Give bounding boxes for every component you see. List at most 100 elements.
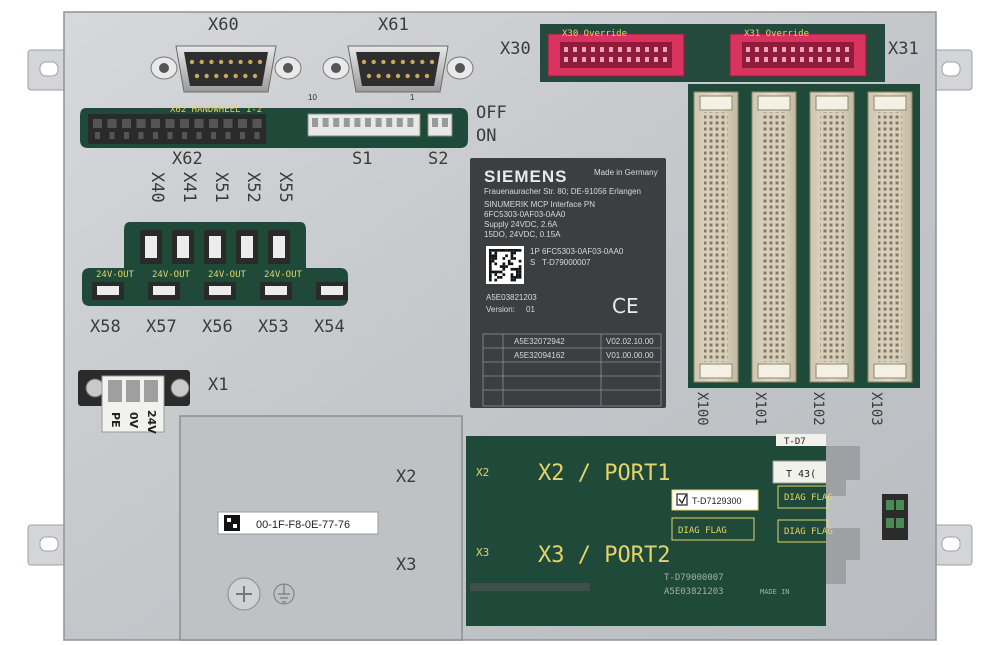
- override-pin: [600, 47, 604, 52]
- x3-rj45-port[interactable]: [826, 528, 860, 584]
- datamatrix-cell: [513, 249, 516, 252]
- override-pin: [791, 47, 795, 52]
- siemens-rating-label: [470, 158, 666, 408]
- override-pin: [591, 57, 595, 62]
- dsub-pin: [243, 73, 248, 79]
- s2-lever: [432, 118, 438, 127]
- override-pin: [564, 47, 568, 52]
- s2-dip-switch[interactable]: [427, 113, 453, 137]
- io-plug-top-insert: [241, 236, 253, 258]
- override-pin: [755, 47, 759, 52]
- out-label-1: 24V-OUT: [96, 270, 135, 280]
- dsub-pin: [218, 59, 224, 65]
- datamatrix-cell: [510, 257, 514, 260]
- x30-override-label: X30 Override: [562, 29, 627, 39]
- x60-dsub-connector[interactable]: [150, 45, 302, 93]
- datamatrix-cell: [489, 254, 492, 258]
- x1-power-terminal[interactable]: [78, 370, 190, 433]
- datamatrix-cell: [497, 249, 500, 252]
- override-pin: [746, 57, 750, 62]
- off-label: OFF: [476, 103, 507, 123]
- datamatrix-cell: [502, 257, 506, 260]
- x52-label: X52: [243, 172, 263, 203]
- terminal-hole: [252, 119, 262, 128]
- override-pin: [627, 47, 631, 52]
- mac-address-label: [217, 511, 379, 535]
- pin-10-label: 10: [308, 93, 317, 102]
- override-pin: [636, 57, 640, 62]
- datamatrix-cell: [494, 273, 498, 276]
- s1-lever: [312, 118, 318, 127]
- terminal-hole: [209, 119, 218, 128]
- io-plug-top-insert: [145, 236, 157, 258]
- datamatrix-cell: [510, 251, 514, 255]
- datamatrix-cell: [491, 249, 495, 252]
- terminal-hole: [122, 119, 131, 128]
- s1-levers: [312, 118, 414, 127]
- x40-label: X40: [147, 172, 167, 203]
- override-pin: [645, 47, 649, 52]
- override-pin: [663, 47, 667, 52]
- port1-label: X2 / PORT1: [538, 461, 670, 486]
- status-leds: [882, 494, 908, 540]
- s1-label: S1: [352, 149, 372, 169]
- x31-override-label: X31 Override: [744, 29, 809, 39]
- ribbon-latch-bottom: [873, 363, 907, 379]
- override-pin: [764, 47, 768, 52]
- override-pin: [809, 47, 813, 52]
- datamatrix-cell: [497, 270, 500, 274]
- datamatrix-cell: [489, 262, 492, 266]
- made-in-label: Made in Germany: [594, 168, 658, 177]
- terminal-hole: [223, 119, 233, 128]
- diag-flag-2: DIAG FLAG: [784, 493, 833, 503]
- terminal-hole: [238, 119, 247, 128]
- ribbon-latch-bottom: [757, 363, 791, 379]
- port2-label: X3 / PORT2: [538, 543, 670, 568]
- override-pin: [591, 47, 595, 52]
- ribbon-latch-top: [873, 95, 907, 111]
- datamatrix-cell: [518, 265, 522, 268]
- datamatrix-cell: [507, 262, 511, 266]
- version-label: Version:: [486, 305, 515, 314]
- x62-print-label: X62 HANDWHEEL 1-2: [170, 105, 262, 115]
- x2-pcb-small: X2: [476, 466, 489, 479]
- s2-lever: [442, 118, 448, 127]
- s1-lever: [354, 118, 361, 127]
- datamatrix-cell: [513, 267, 516, 271]
- dsub-pin: [429, 59, 435, 65]
- terminal-hole: [151, 119, 160, 128]
- x31-label: X31: [888, 39, 919, 59]
- s1-lever: [407, 118, 414, 127]
- datamatrix-cell: [518, 273, 522, 276]
- datamatrix-cell: [502, 265, 506, 268]
- x62-terminal-block[interactable]: [88, 114, 266, 144]
- terminal-hole: [93, 119, 102, 128]
- out-label-3: 24V-OUT: [208, 270, 247, 280]
- x30-label: X30: [500, 39, 531, 59]
- override-pin: [564, 57, 568, 62]
- override-pin: [818, 57, 822, 62]
- x2-rj45-port[interactable]: [826, 446, 860, 496]
- terminal-screw: [95, 132, 100, 139]
- terminal-screw: [109, 132, 115, 139]
- supply-label: Supply 24VDC, 2.6A: [484, 220, 558, 229]
- s1-lever: [375, 118, 382, 127]
- datamatrix-cell: [502, 249, 506, 252]
- x61-dsub-connector[interactable]: [322, 45, 474, 93]
- datamatrix-cell: [518, 267, 522, 271]
- terminal-hole: [165, 119, 175, 128]
- checkbox-icon: [676, 493, 688, 506]
- made-bottom: MADE IN: [760, 588, 790, 596]
- s1-lever: [365, 118, 371, 127]
- prefix-1p: 1P: [530, 247, 540, 256]
- datamatrix-cell: [510, 254, 514, 258]
- override-pin: [773, 47, 777, 52]
- x54-label: X54: [314, 317, 345, 337]
- dsub-pin: [228, 59, 234, 65]
- datamatrix-cell: [513, 257, 516, 260]
- override-connectors: [540, 24, 885, 82]
- ribbon-latch-bottom: [699, 363, 733, 379]
- diag-flag-3: DIAG FLAG: [784, 527, 833, 537]
- override-pin: [755, 57, 759, 62]
